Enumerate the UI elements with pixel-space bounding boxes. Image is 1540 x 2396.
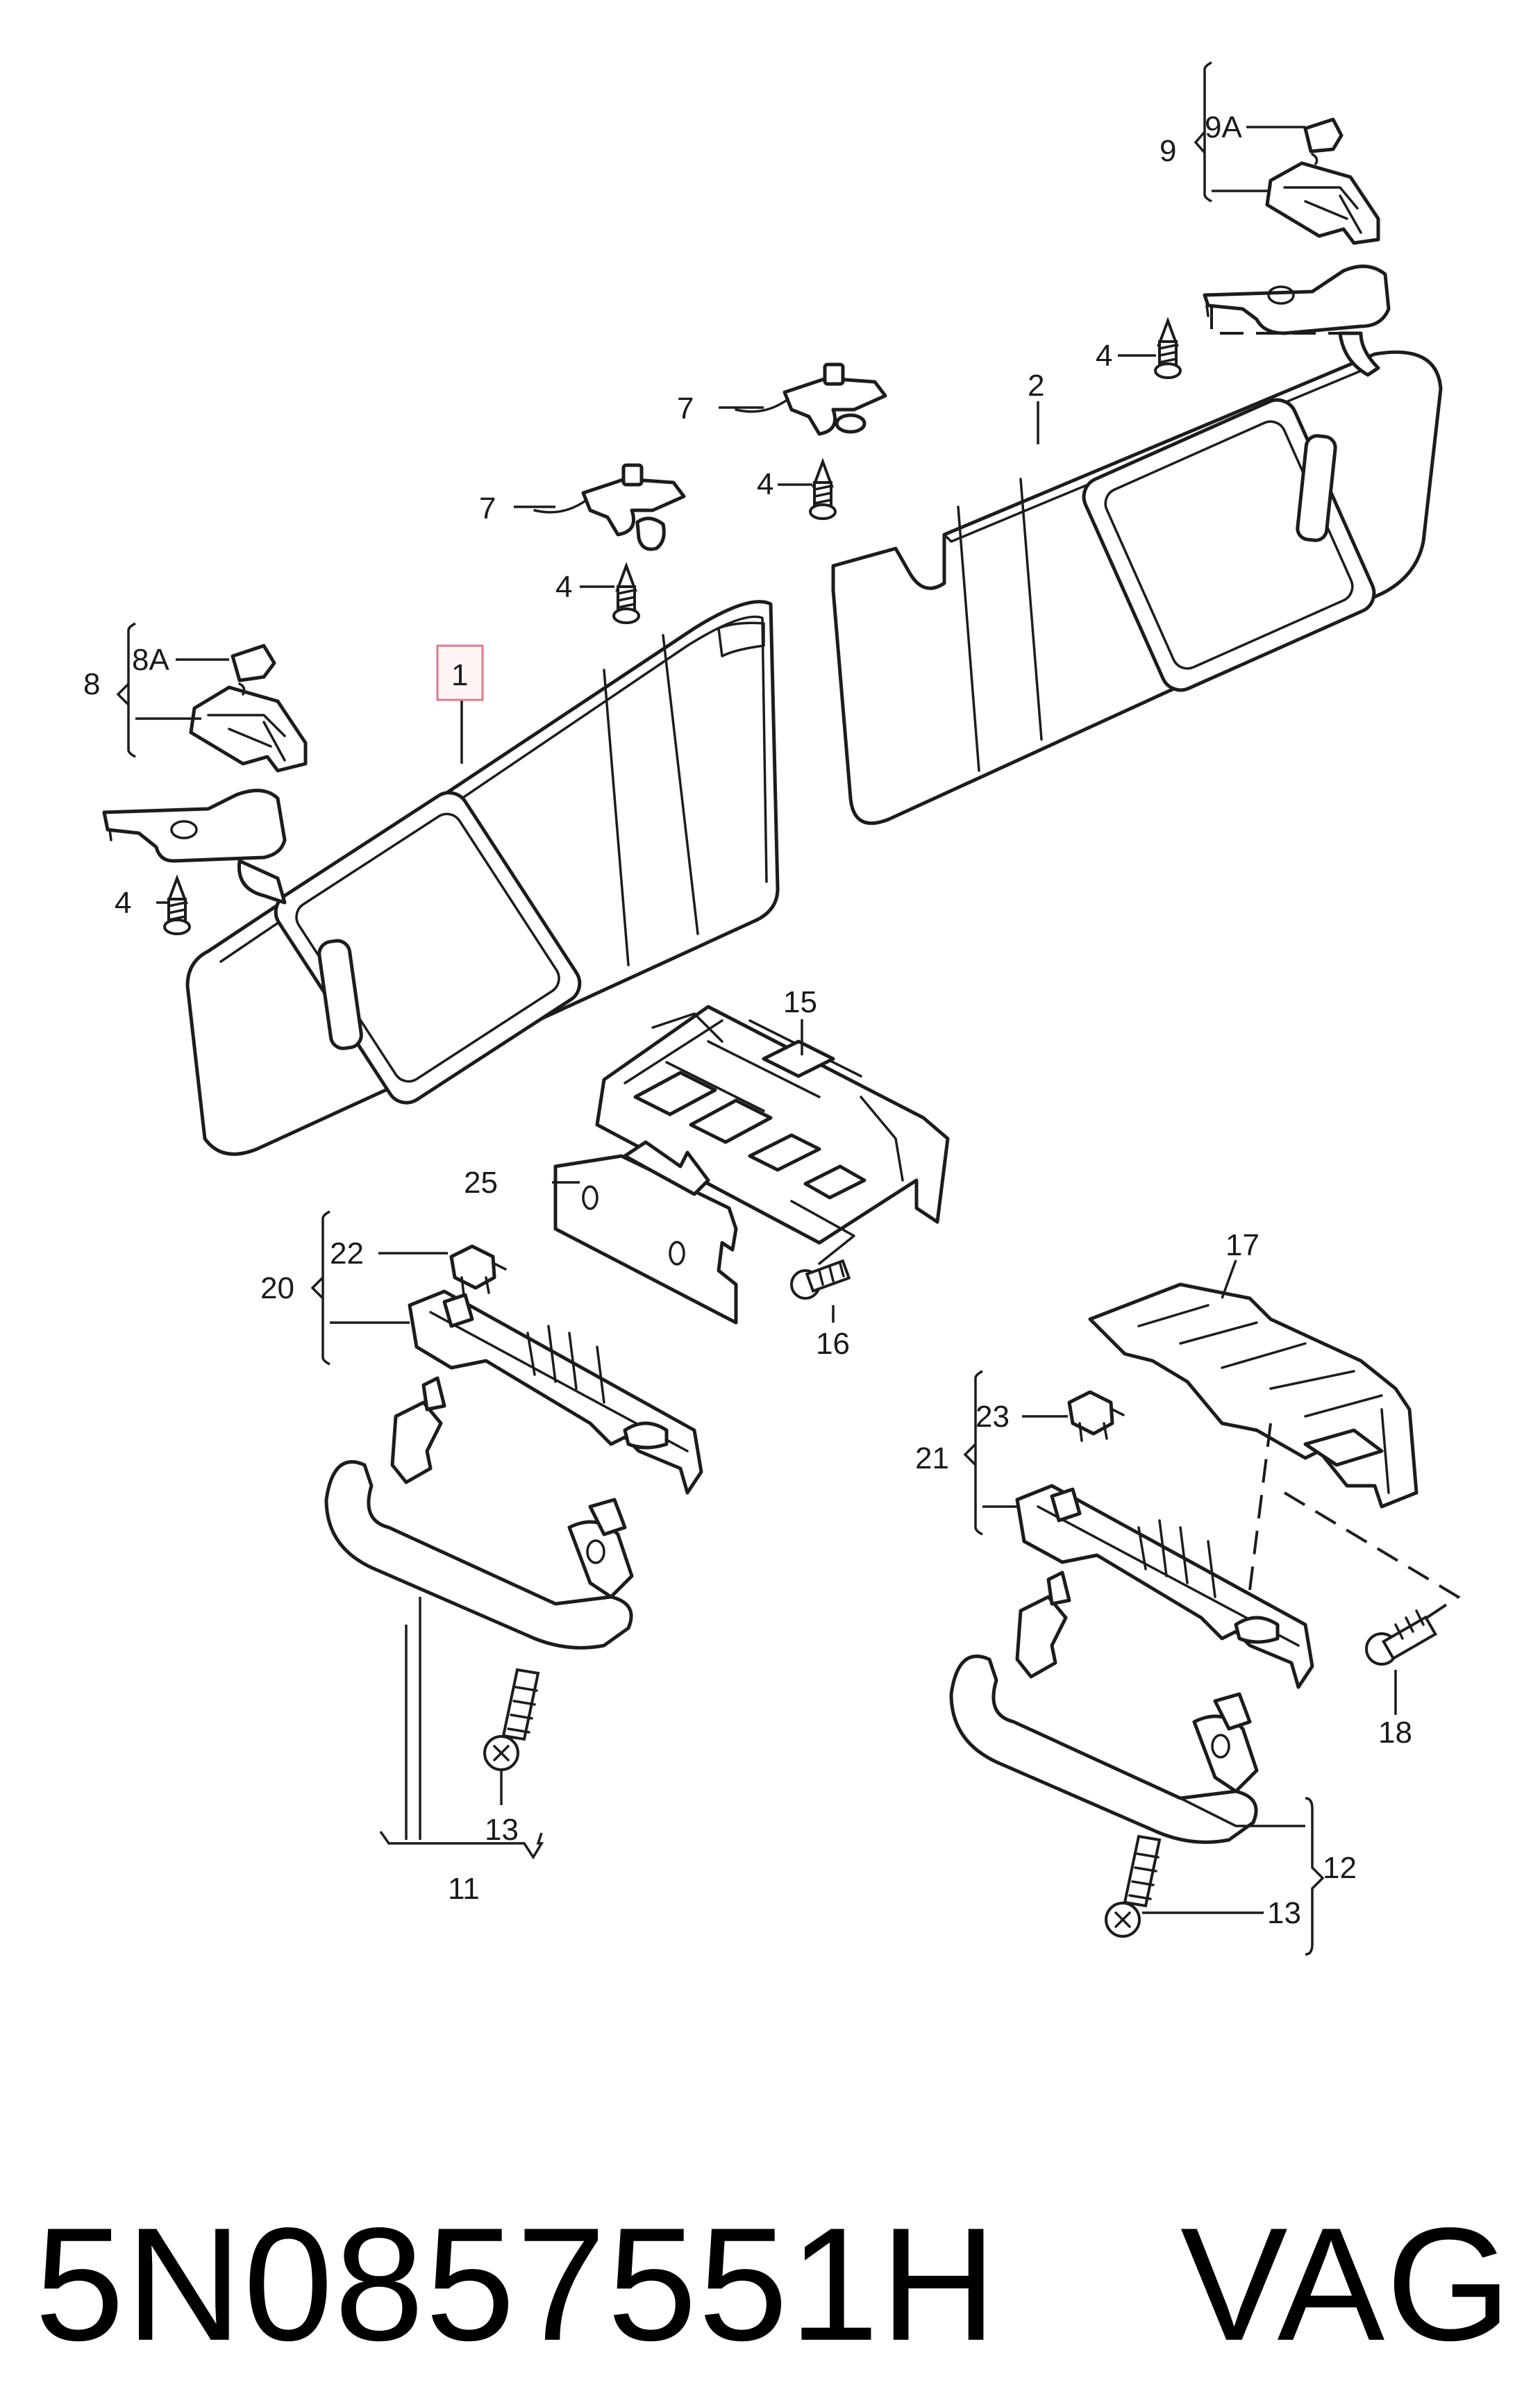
sun-visor-right [831,350,1443,826]
label-8: 8 [83,667,100,701]
bracket-20 [408,1289,703,1495]
plate-25 [553,1140,738,1325]
label-22: 22 [330,1237,364,1271]
bracket-17 [1088,1282,1418,1509]
clip-23 [1067,1390,1125,1442]
screw-13-right [1105,1834,1162,1938]
label-2: 2 [1028,369,1044,403]
screw-4-left [163,874,191,935]
clip-8 [189,644,308,773]
bracket-15 [595,1005,950,1245]
label-4-right: 4 [1096,339,1112,373]
screw-4-upper [809,458,837,520]
part-number: 5N0857551H [35,2195,998,2374]
label-16: 16 [816,1327,850,1361]
label-7-lower: 7 [479,492,496,526]
label-9: 9 [1160,134,1176,168]
visor-mount-left [102,789,287,905]
sun-visor-left [185,600,780,1156]
label-8a: 8A [132,643,169,677]
clip-9 [1265,117,1380,245]
visor-mount-right [1203,265,1391,377]
label-7-upper: 7 [677,392,694,426]
label-12: 12 [1323,1851,1357,1885]
label-13-left: 13 [485,1813,519,1847]
label-1: 1 [451,658,468,692]
label-15: 15 [783,985,817,1019]
label-4-mid: 4 [555,570,572,604]
label-23: 23 [976,1400,1010,1434]
label-9a: 9A [1205,110,1242,144]
label-11: 11 [448,1872,480,1906]
grab-handle-12 [949,1570,1259,1844]
screw-4-mid [612,562,640,624]
label-18: 18 [1378,1716,1412,1750]
highlight-box-part-1 [436,644,484,701]
brand-name: VAG [1180,2195,1513,2374]
bracket-21 [1015,1484,1314,1689]
clip-22 [449,1244,507,1296]
screw-18 [1365,1609,1438,1666]
label-21: 21 [915,1441,949,1475]
label-4-upper: 4 [757,467,773,501]
caption: 5N0857551H VAG [35,2195,1513,2374]
callout-labels: 1 2 4 4 4 4 7 7 8 8A 9 9A 11 12 13 13 15… [83,110,1412,1930]
label-20: 20 [260,1271,294,1305]
dashed-connectors [790,305,1461,1626]
leader-lines [116,61,1397,1956]
label-4-left: 4 [115,886,131,920]
label-13-right: 13 [1267,1896,1301,1930]
label-17: 17 [1225,1228,1259,1262]
label-25: 25 [464,1166,498,1200]
screw-13-left [483,1668,540,1771]
lamp-clip-7-lower [533,463,686,551]
screw-16 [790,1259,851,1300]
grab-handle-11 [324,1376,634,1650]
screw-4-right [1154,317,1182,379]
lamp-clip-7-upper [735,362,887,436]
